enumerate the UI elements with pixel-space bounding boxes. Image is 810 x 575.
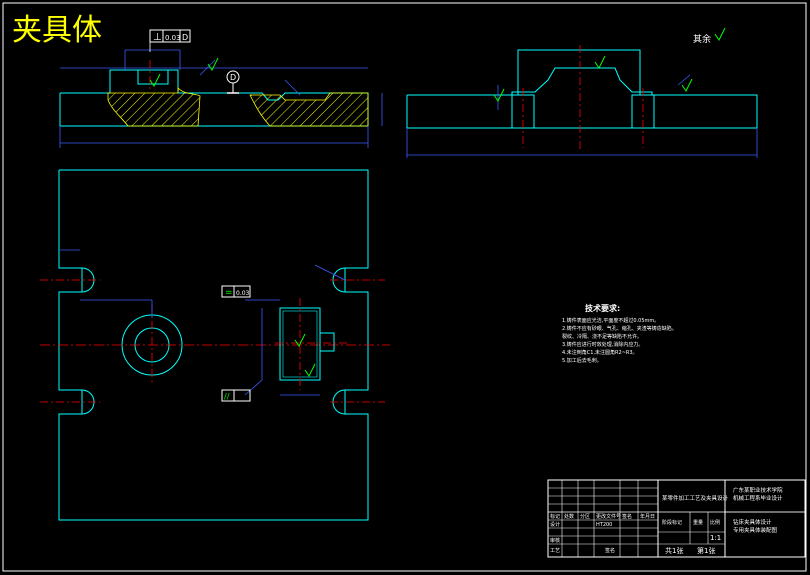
title-block: 某零件加工工艺及夹具设计 广东某职业技术学院 机械工程系毕业设计 钻床夹具体设计… — [547, 479, 806, 558]
tech-req-item: 3.铸件应进行时效处理,消除内应力。 — [562, 341, 643, 348]
tolerance-symbol: ⊥ — [153, 32, 162, 43]
plan-view-outline — [58, 169, 369, 521]
tolerance-frame-top: ⊥ 0.03 D — [149, 29, 191, 52]
title-block-stage: 阶段标记 — [662, 519, 682, 526]
tech-req-item: 5.加工后去毛刺。 — [562, 357, 602, 364]
title-block-scale-label: 比例 — [710, 519, 720, 526]
tolerance-frame-left-2: // — [221, 389, 251, 402]
datum-label: D — [230, 73, 236, 82]
title-block-row-label: 处数 — [564, 513, 574, 520]
tolerance-datum: D — [182, 33, 188, 42]
title-block-scale: 1:1 — [710, 534, 721, 542]
title-block-project: 某零件加工工艺及夹具设计 — [662, 494, 729, 502]
front-section-view — [59, 49, 383, 148]
title-block-row-label: 标记 — [550, 513, 560, 520]
section-hatch-left — [107, 87, 201, 127]
title-block-row-label: 签名 — [622, 513, 632, 520]
title-block-row-label: 年月日 — [640, 513, 655, 520]
side-view-boss — [517, 49, 641, 95]
title-block-part-name: 钻床夹具体设计 — [733, 518, 772, 526]
datum-marker: D — [226, 70, 240, 94]
tolerance-frame-left-1: = 0.03 — [221, 285, 251, 298]
tech-req-heading: 技术要求: — [585, 303, 620, 313]
drawing-title: 夹具体 — [12, 13, 102, 48]
tech-req-item: 2.铸件不应有砂眼、气孔、缩孔、夹渣等铸造缺陷。 — [562, 325, 677, 332]
roughness-note: 其余 — [693, 27, 726, 45]
tech-req-item: 1.铸件表面应光洁,平面度不超过0.05mm。 — [562, 317, 659, 324]
side-view-outline — [406, 67, 758, 129]
title-block-material: HT200 — [596, 522, 612, 528]
boss-cutout — [137, 69, 169, 85]
tech-req-item: 4.未注倒角C1,未注圆角R2~R3。 — [562, 349, 638, 356]
title-block-weight: 重量 — [693, 519, 703, 526]
plan-view — [40, 169, 390, 521]
title-block-sheet-no: 第1张 — [697, 546, 715, 555]
side-view — [406, 45, 758, 158]
title-block-row-label: 更改文件号 — [596, 513, 621, 520]
tol2-symbol: // — [224, 392, 230, 401]
title-block-row-label: 分区 — [580, 513, 590, 520]
tol1-symbol: = — [225, 288, 233, 298]
title-block-school: 广东某职业技术学院 — [733, 486, 783, 494]
tolerance-value: 0.03 — [165, 34, 181, 42]
title-block-school-line2: 机械工程系毕业设计 — [733, 494, 783, 502]
tol1-value: 0.03 — [236, 290, 250, 297]
title-block-sheet-total: 共1张 — [665, 546, 683, 555]
roughness-note-text: 其余 — [693, 33, 711, 45]
section-hatch-right — [249, 92, 369, 127]
technical-requirements: 技术要求: 1.铸件表面应光洁,平面度不超过0.05mm。 2.铸件不应有砂眼、… — [562, 303, 677, 364]
title-block-role: 工艺 — [550, 548, 560, 554]
tech-req-item: 裂纹、冷隔、浇不足等缺陷不允许。 — [562, 333, 642, 340]
title-block-role: 审核 — [550, 537, 560, 544]
title-block-part-name-line2: 专用夹具体装配图 — [733, 526, 778, 534]
title-block-role: 设计 — [550, 521, 560, 528]
title-block-date: 签名 — [605, 547, 615, 554]
